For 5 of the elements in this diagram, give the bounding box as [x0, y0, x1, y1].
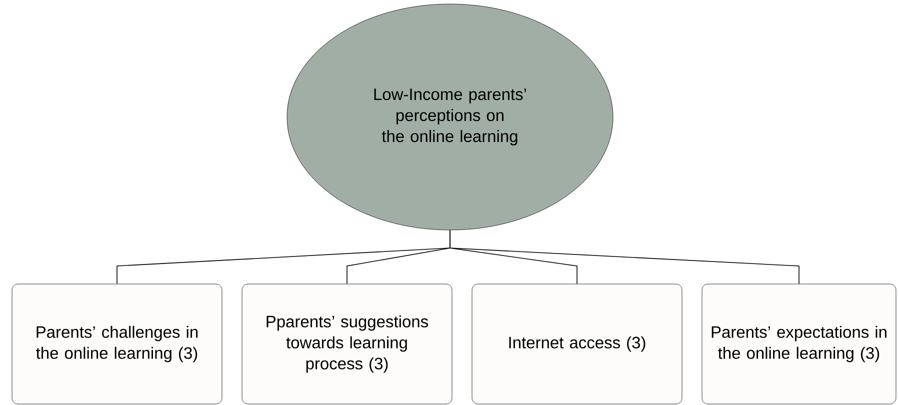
subtopic-box: Internet access (3)	[472, 284, 682, 404]
subtopic-box: Parents’ challenges in the online learning (3)	[12, 284, 222, 404]
connector-line	[450, 230, 800, 284]
subtopic-box: Pparents’ suggestions towards learning process (3)	[242, 284, 452, 404]
subtopic-box: Parents’ expectations in the online learning (3)	[702, 284, 896, 404]
